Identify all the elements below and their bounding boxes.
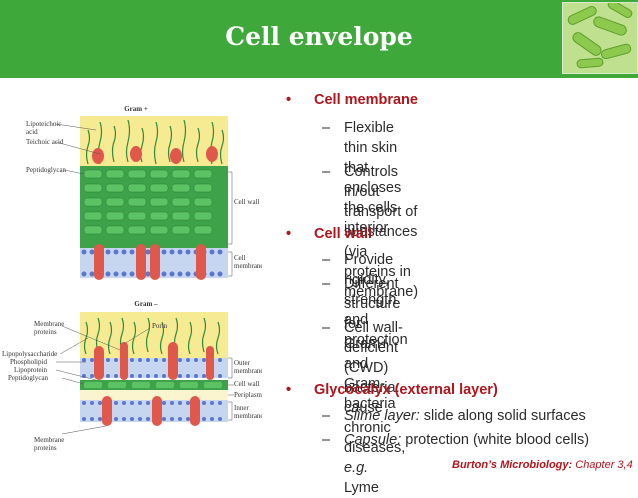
label-membrane-proteins-b1: Membrane: [34, 436, 64, 444]
label-lipoprotein: Lipoprotein: [14, 366, 48, 374]
bullet-dot: •: [286, 92, 291, 108]
label-membrane-proteins-1: Membrane: [34, 320, 64, 328]
label-membrane-proteins-2: proteins: [34, 328, 57, 336]
label-cell-membrane-1: Cell: [234, 254, 246, 262]
label-phospholipid: Phospholipid: [10, 358, 47, 366]
sub-dash: –: [322, 118, 330, 138]
label-inner-membrane-2: membrane: [234, 412, 262, 420]
sub-text: protection (white blood cells): [401, 432, 589, 448]
bullet-title: Glycocalyx (external layer): [314, 382, 498, 398]
sub-dash: –: [322, 430, 330, 450]
slide-title: Cell envelope: [0, 22, 638, 51]
bullet-dot: •: [286, 226, 291, 242]
label-cell-membrane-2: membrane: [234, 262, 262, 270]
sub-text-emphasis: e.g.: [344, 460, 368, 476]
gram-negative-title: Gram –: [134, 300, 158, 308]
label-periplasm: Periplasm: [234, 391, 262, 399]
label-porin: Porin: [152, 322, 168, 330]
bullet-title: Cell membrane: [314, 92, 418, 108]
label-cell-wall-top: Cell wall: [234, 198, 260, 206]
label-outer-membrane-2: membrane: [234, 367, 262, 375]
bullet-dot: •: [286, 382, 291, 398]
title-bar: Cell envelope: [0, 0, 638, 78]
sub-dash: –: [322, 250, 330, 270]
sub-text: slide along solid surfaces: [420, 408, 586, 424]
bacteria-thumbnail-image: [562, 2, 638, 74]
label-membrane-proteins-b2: proteins: [34, 444, 57, 452]
source-citation: Burton’s Microbiology: Chapter 3,4: [452, 459, 633, 471]
citation-book: Burton’s Microbiology:: [452, 459, 572, 471]
sub-text: Cell wall-deficient (CWD) bacteria: caus…: [344, 320, 403, 416]
label-outer-membrane-1: Outer: [234, 359, 251, 367]
gram-positive-title: Gram +: [124, 105, 148, 113]
label-inner-membrane-1: Inner: [234, 404, 249, 412]
sub-text-emphasis: Slime layer:: [344, 408, 420, 424]
sub-text: Lyme: [344, 480, 379, 496]
label-lipopolysaccharide: Lipopolysaccharide: [2, 350, 57, 358]
citation-chapter: Chapter 3,4: [572, 459, 633, 471]
bullet-title: Cell wall: [314, 226, 372, 242]
sub-dash: –: [322, 318, 330, 338]
label-peptidoglycan-bottom: Peptidoglycan: [8, 374, 49, 382]
sub-dash: –: [322, 162, 330, 182]
label-cell-wall-bottom: Cell wall: [234, 380, 260, 388]
sub-dash: –: [322, 406, 330, 426]
sub-text-emphasis: Capsule:: [344, 432, 401, 448]
cell-envelope-diagram: Gram +: [0, 92, 262, 464]
sub-dash: –: [322, 274, 330, 294]
label-teichoic-acid: Teichoic acid: [26, 138, 64, 146]
label-lipoteichoic-acid: acid: [26, 128, 38, 136]
label-peptidoglycan-top: Peptidoglycan: [26, 166, 67, 174]
